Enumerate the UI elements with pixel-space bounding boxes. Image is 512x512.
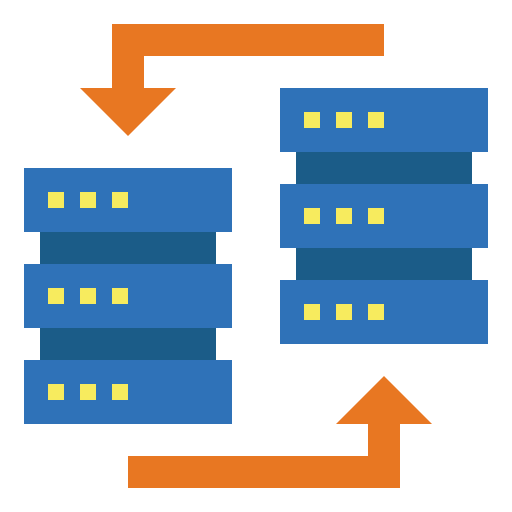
status-led-icon: [304, 112, 320, 128]
rack-spacer: [40, 328, 216, 360]
status-led-icon: [368, 208, 384, 224]
bottom-arrow-icon: [128, 376, 432, 488]
top-arrow-icon: [80, 24, 384, 136]
left-server-icon: [24, 168, 232, 424]
status-led-icon: [80, 192, 96, 208]
status-led-icon: [112, 288, 128, 304]
status-led-icon: [48, 192, 64, 208]
status-led-icon: [368, 112, 384, 128]
status-led-icon: [48, 288, 64, 304]
status-led-icon: [112, 192, 128, 208]
status-led-icon: [80, 384, 96, 400]
status-led-icon: [112, 384, 128, 400]
rack-spacer: [40, 232, 216, 264]
status-led-icon: [368, 304, 384, 320]
rack-spacer: [296, 248, 472, 280]
status-led-icon: [336, 112, 352, 128]
status-led-icon: [304, 304, 320, 320]
status-led-icon: [48, 384, 64, 400]
status-led-icon: [80, 288, 96, 304]
right-server-icon: [280, 88, 488, 344]
status-led-icon: [336, 208, 352, 224]
rack-spacer: [296, 152, 472, 184]
status-led-icon: [336, 304, 352, 320]
status-led-icon: [304, 208, 320, 224]
